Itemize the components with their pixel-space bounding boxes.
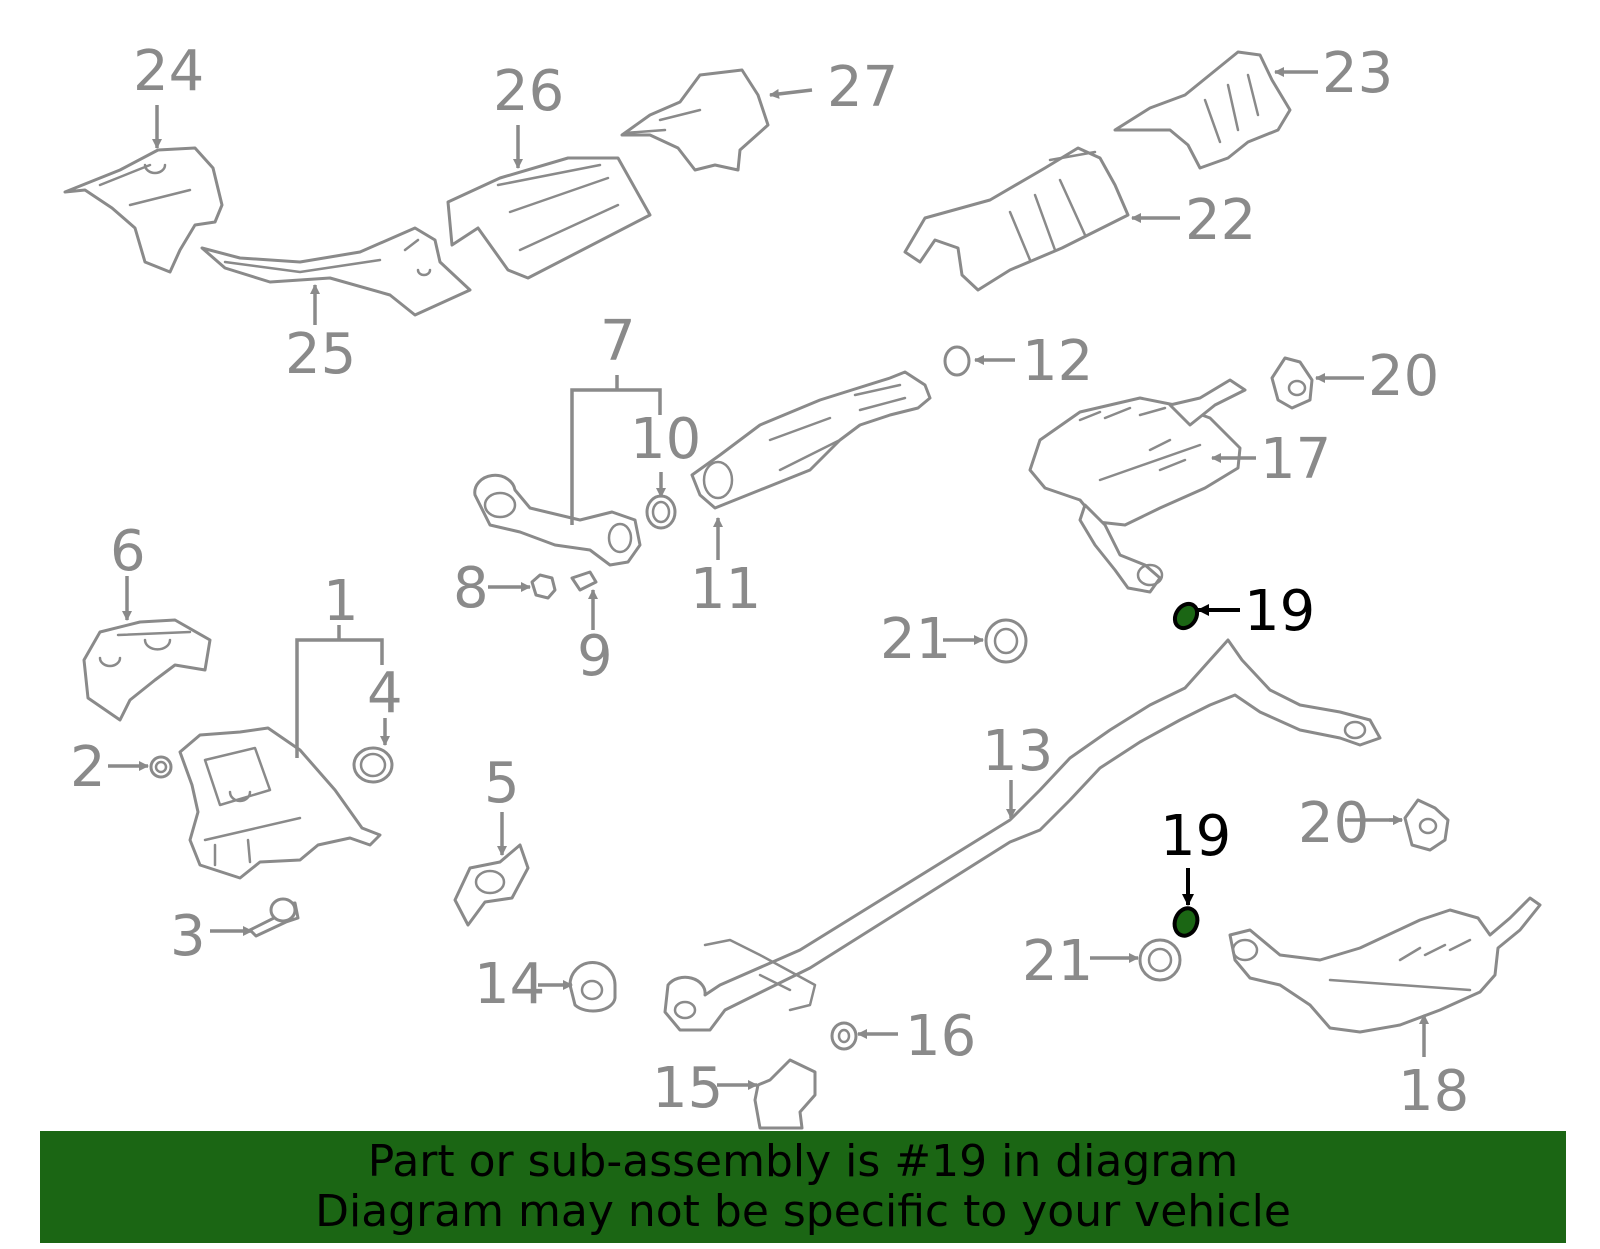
gasket-4 <box>352 746 394 784</box>
callout-21-top: 21 <box>880 607 951 672</box>
callout-labels: 24 26 27 23 22 25 7 10 12 20 17 8 9 11 2… <box>70 39 1469 1124</box>
rear-muffler-18 <box>1228 896 1542 1034</box>
callout-20-bottom: 20 <box>1298 791 1369 856</box>
callout-8: 8 <box>453 556 489 621</box>
callout-22: 22 <box>1185 188 1256 253</box>
hanger-14 <box>568 961 617 1013</box>
callout-4: 4 <box>367 661 403 726</box>
intermediate-pipe-13 <box>663 638 1382 1032</box>
nut-8 <box>530 573 557 600</box>
callout-17: 17 <box>1260 427 1331 492</box>
callout-24: 24 <box>133 39 204 104</box>
hanger-20-bottom <box>1403 798 1450 852</box>
banner-line-2: Diagram may not be specific to your vehi… <box>315 1186 1291 1237</box>
callout-1: 1 <box>323 569 359 634</box>
callout-19-upper: 19 <box>1244 579 1315 644</box>
stud-9 <box>570 570 598 592</box>
gasket-19-lower[interactable] <box>1171 905 1201 939</box>
hanger-21-top <box>984 618 1028 664</box>
part-info-banner: Part or sub-assembly is #19 in diagram D… <box>40 1131 1566 1243</box>
callout-21-bottom: 21 <box>1022 929 1093 994</box>
nut-16 <box>830 1021 858 1051</box>
callout-9: 9 <box>577 624 613 689</box>
heat-shield-22 <box>903 146 1130 292</box>
callout-19-lower: 19 <box>1160 804 1231 869</box>
catalytic-converter <box>690 370 932 510</box>
heat-shield-23 <box>1113 50 1292 170</box>
nut-2 <box>149 755 173 779</box>
callout-2: 2 <box>70 735 106 800</box>
callout-26: 26 <box>493 59 564 124</box>
callout-13: 13 <box>982 719 1053 784</box>
callout-16: 16 <box>905 1004 976 1069</box>
callout-11: 11 <box>690 557 761 622</box>
callout-6: 6 <box>110 519 146 584</box>
hanger-20-top <box>1270 356 1314 410</box>
callout-15: 15 <box>652 1056 723 1121</box>
callout-14: 14 <box>474 952 545 1017</box>
callout-23: 23 <box>1322 41 1393 106</box>
callout-20-top: 20 <box>1368 344 1439 409</box>
callout-7: 7 <box>600 309 636 374</box>
gasket-10 <box>645 494 677 530</box>
callout-27: 27 <box>827 55 898 120</box>
center-muffler-17 <box>1028 378 1247 594</box>
callout-5: 5 <box>484 751 520 816</box>
bolt-3 <box>248 897 300 938</box>
heat-shield-25 <box>200 226 472 317</box>
heat-shield-27 <box>620 68 770 172</box>
callout-10: 10 <box>630 407 701 472</box>
callout-3: 3 <box>170 904 206 969</box>
callout-18: 18 <box>1398 1059 1469 1124</box>
heat-shield-6 <box>82 618 212 722</box>
gasket-5 <box>453 843 530 927</box>
front-pipe-7 <box>473 473 642 567</box>
gasket-12 <box>943 345 971 377</box>
banner-line-1: Part or sub-assembly is #19 in diagram <box>367 1136 1239 1187</box>
leader-lines <box>108 67 1429 1090</box>
hanger-21-bottom <box>1138 938 1182 982</box>
gasket-19-upper[interactable] <box>1170 600 1201 633</box>
callout-25: 25 <box>285 322 356 387</box>
bracket-15 <box>753 1058 817 1130</box>
heat-shield-26 <box>446 156 652 280</box>
callout-12: 12 <box>1022 329 1093 394</box>
heat-shield-24 <box>63 146 224 274</box>
exhaust-manifold-converter-1 <box>178 726 382 880</box>
